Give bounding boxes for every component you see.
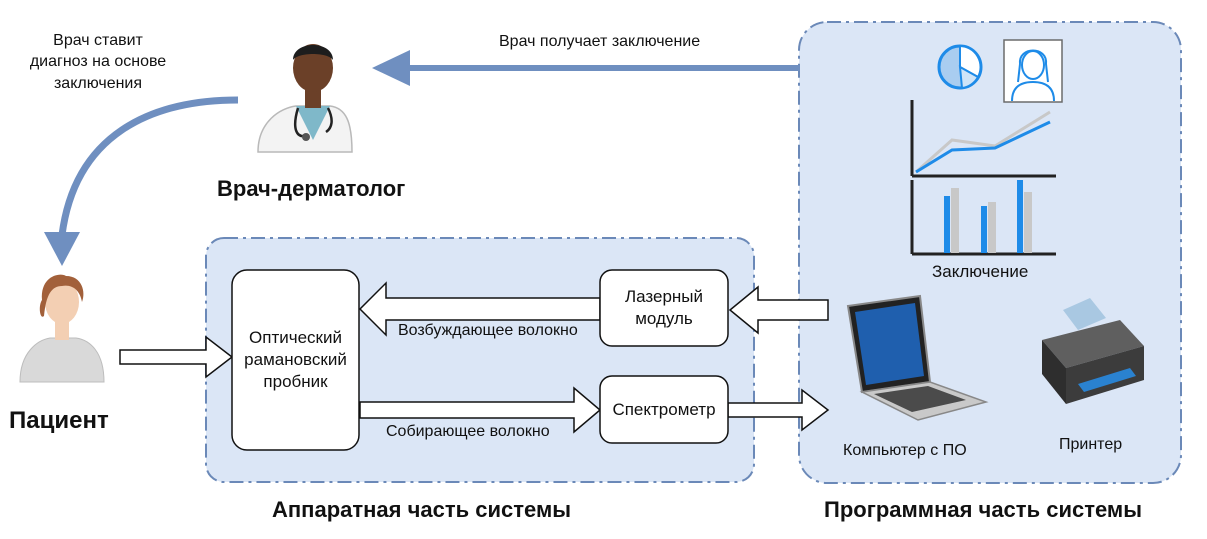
patient-icon: [19, 274, 105, 383]
probe-label: Оптический рамановский пробник: [232, 270, 359, 450]
printer-label: Принтер: [1059, 436, 1123, 453]
report-label: Заключение: [932, 262, 1029, 281]
doctor-receives-label: Врач получает заключение: [499, 33, 701, 50]
spectrometer-box: [599, 375, 729, 444]
doctor-icon: [257, 44, 353, 153]
laser-module-label: Лазерный модуль: [600, 270, 728, 346]
portrait-icon: [1003, 39, 1063, 103]
pie-chart-icon: [937, 44, 983, 90]
doctor-action-line-3: заключения: [53, 75, 143, 92]
computer-label: Компьютер с ПО: [843, 442, 967, 459]
report-chart-icon: [910, 100, 1056, 256]
printer-icon: [1042, 298, 1144, 404]
doctor-action-line-1: Врач ставит: [53, 32, 143, 49]
collecting-fiber-label: Собирающее волокно: [386, 423, 550, 440]
probe-label-line-1: Оптический: [249, 328, 342, 347]
laser-module-box: [599, 269, 729, 347]
arrow-spectrometer-to-computer: [727, 388, 830, 432]
doctor-title: Врач-дерматолог: [217, 176, 406, 201]
doctor-action-line-2: диагноз на основе: [29, 53, 167, 70]
hardware-title: Аппаратная часть системы: [272, 497, 572, 522]
spectrometer-label: Спектрометр: [612, 399, 716, 419]
laser-label-line-2: модуль: [635, 309, 693, 328]
probe-box: [231, 269, 360, 451]
arrow-doctor-to-patient: [44, 96, 239, 266]
arrow-excitation-fiber: [358, 281, 601, 337]
probe-label-line-3: пробник: [263, 372, 328, 391]
laser-label-line-1: Лазерный: [624, 287, 704, 306]
arrow-patient-to-probe: [119, 335, 234, 379]
probe-label-line-2: рамановский: [244, 350, 347, 369]
arrow-report-to-doctor: [372, 50, 800, 86]
patient-title: Пациент: [9, 407, 109, 434]
arrow-computer-to-laser: [728, 285, 829, 335]
arrow-collecting-fiber: [359, 386, 602, 434]
software-title: Программная часть системы: [824, 497, 1142, 522]
excitation-fiber-label: Возбуждающее волокно: [398, 322, 578, 339]
laptop-icon: [846, 294, 989, 421]
